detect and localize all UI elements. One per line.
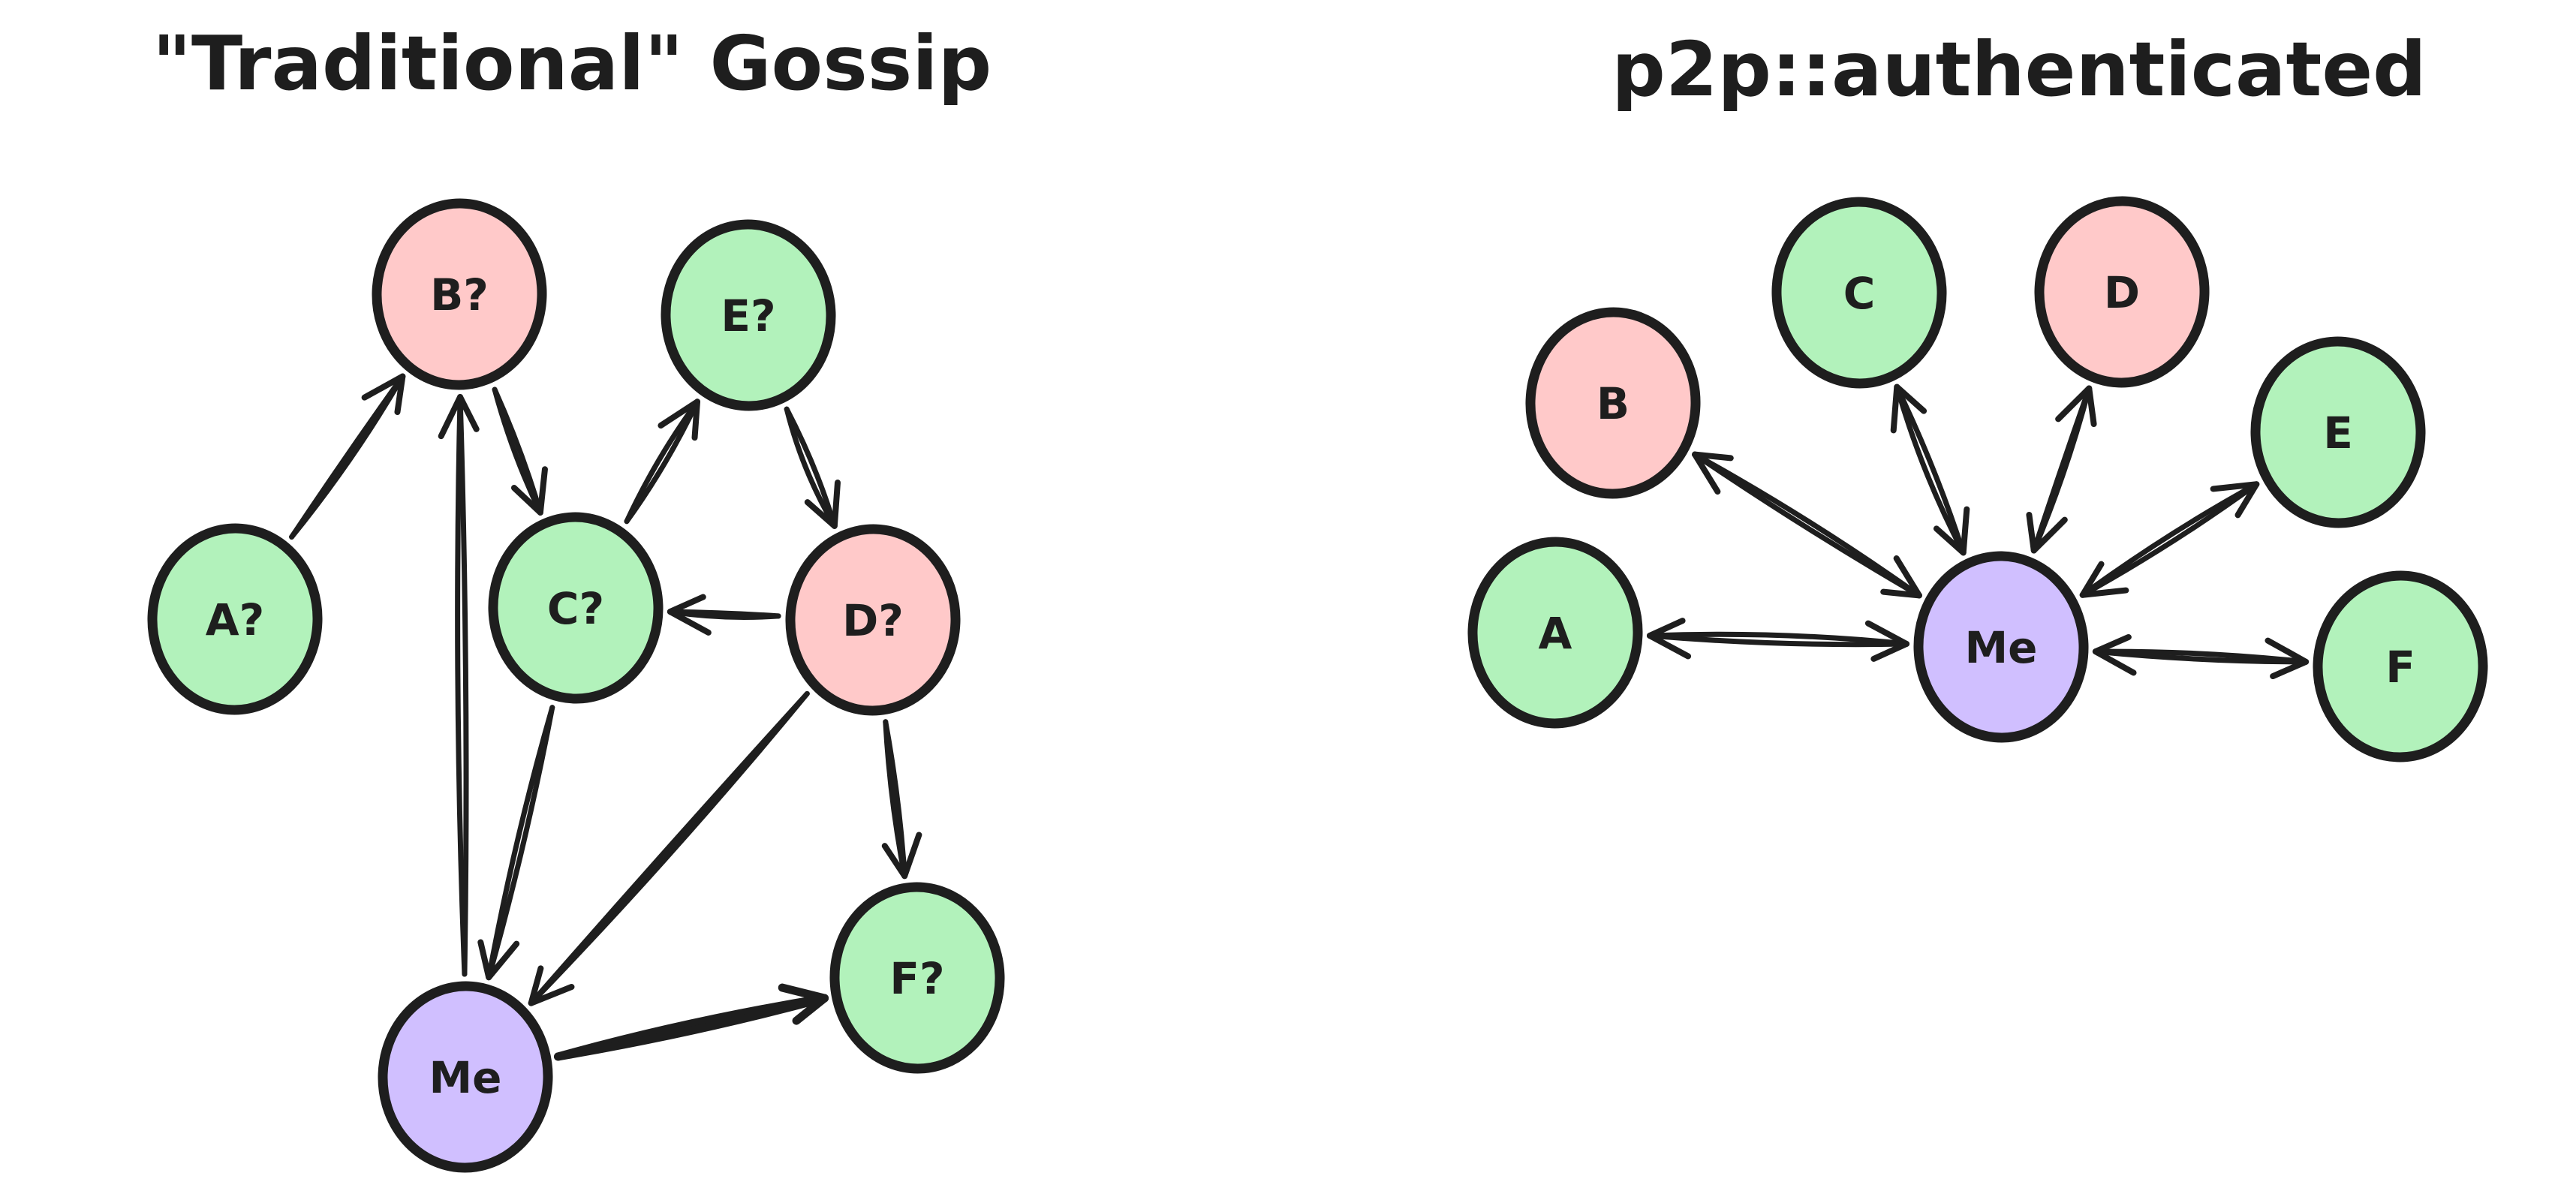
edge-C-E [624,399,701,525]
node-traditional-gossip-B: B? [372,198,547,390]
edge-Me-F [554,983,829,1061]
diagram-p2p-authenticated: B C D E A Me F [1467,196,2488,762]
edge-D-F [881,719,922,880]
node-p2p-authenticated-F: F [2313,570,2488,762]
node-label: F [2385,642,2415,693]
node-p2p-authenticated-B: B [1525,307,1701,499]
node-traditional-gossip-F: F? [829,882,1005,1074]
edge-Me-D [2026,385,2097,554]
node-label: D [2104,267,2140,318]
right-diagram-title: p2p::authenticated [1612,26,2427,113]
edge-Me-E [2079,481,2260,598]
node-traditional-gossip-E: E? [661,219,836,411]
edge-A-B [289,373,406,540]
node-traditional-gossip-D: D? [785,524,961,716]
node-label: A [1539,608,1572,659]
edge-Me-A [1646,618,1910,662]
node-label: D? [842,595,904,646]
edge-C-Me [477,705,555,981]
edge-B-C [492,386,548,516]
node-label: C? [547,583,604,634]
node-p2p-authenticated-E: E [2250,336,2426,528]
diagram-traditional-gossip: B? E? A? C? D? F? Me [147,198,1005,1173]
node-p2p-authenticated-Me: Me [1913,551,2089,743]
node-label: Me [1964,622,2037,673]
node-label: A? [206,594,265,645]
node-traditional-gossip-Me: Me [378,981,553,1173]
node-label: F? [889,953,944,1004]
node-traditional-gossip-C: C? [488,512,664,704]
node-p2p-authenticated-C: C [1771,197,1947,389]
node-p2p-authenticated-D: D [2034,196,2210,388]
left-diagram-title: "Traditional" Gossip [152,20,992,107]
edge-E-D [784,406,841,529]
edge-Me-B [438,393,480,977]
edge-Me-C [1890,383,1970,556]
node-label: C [1843,268,1876,319]
node-label: B [1596,378,1630,429]
edge-D-Me [528,690,810,1006]
edge-Me-B [1692,451,1922,599]
edge-Me-F [2092,633,2310,680]
edge-D-C [667,594,781,636]
node-label: E? [721,290,775,341]
node-p2p-authenticated-A: A [1467,537,1643,729]
node-traditional-gossip-A: A? [147,523,323,715]
node-label: Me [429,1052,501,1103]
node-label: E [2323,408,2353,459]
node-label: B? [430,269,489,320]
